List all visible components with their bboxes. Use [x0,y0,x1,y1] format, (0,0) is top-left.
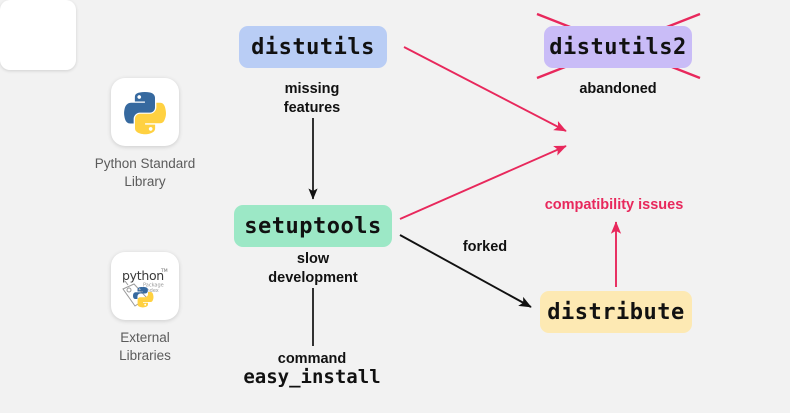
python-logo-card [111,78,179,146]
label-abandoned: abandoned [579,81,657,97]
python-logo-icon [124,92,166,135]
pypi-logo-card: python TM Package Index [111,252,179,320]
svg-text:Package: Package [143,283,164,289]
node-setuptools[interactable]: setuptools [234,205,392,247]
node-distutils2[interactable]: distutils2 [544,26,692,68]
node-distribute[interactable]: distribute [540,291,692,333]
label-forked: forked [462,239,508,255]
svg-text:python: python [122,268,164,283]
node-empty-box[interactable] [0,0,76,70]
label-easy-install: easy_install [243,366,381,388]
edge-setuptools-to-compat [399,145,567,220]
node-distutils[interactable]: distutils [239,26,387,68]
edge-distutils-to-compat [403,46,567,132]
label-command: command [277,351,347,367]
pypi-logo-icon: python TM Package Index [122,268,168,308]
edge-setuptools-to-distribute [399,234,532,308]
svg-text:Index: Index [145,288,159,294]
svg-text:TM: TM [160,268,168,274]
label-compatibility-issues: compatibility issues [544,197,684,213]
